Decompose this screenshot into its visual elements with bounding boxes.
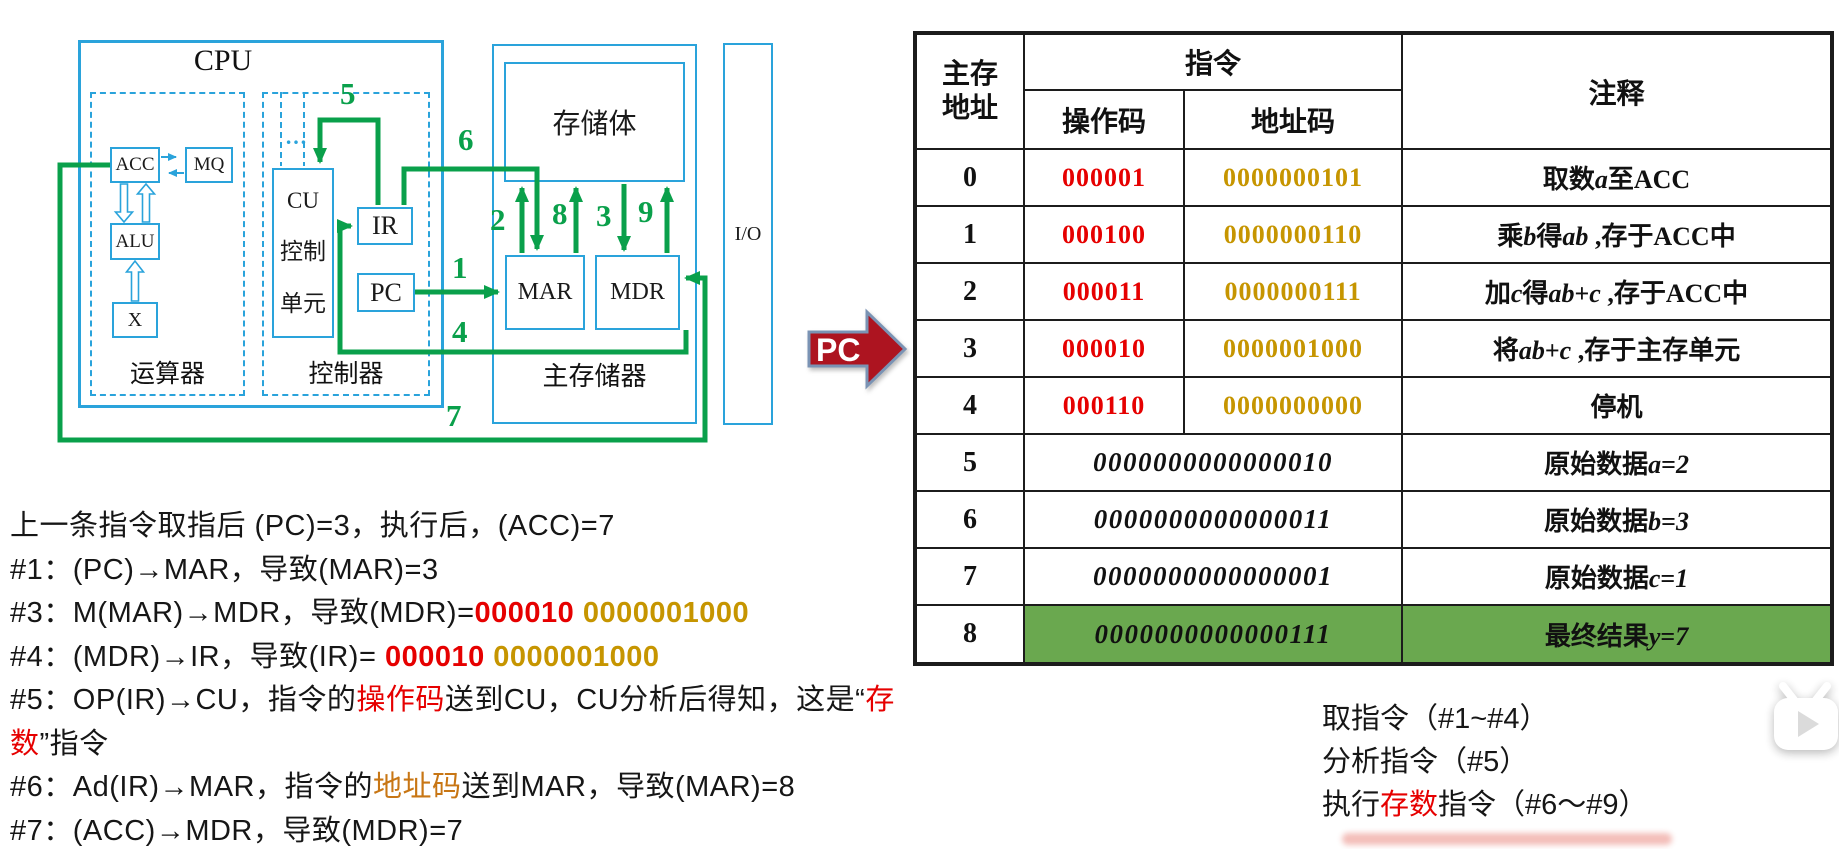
step-label-6: 6 (458, 122, 474, 157)
cell-address-code: 0000000110 (1182, 205, 1404, 264)
ir-register: IR (357, 207, 413, 245)
step-label-8: 8 (552, 196, 568, 231)
memory-bank-box: 存储体 (504, 62, 685, 182)
note-line: #1：(PC)→MAR，导致(MAR)=3 (10, 553, 439, 586)
header-instruction: 指令 (1022, 32, 1404, 91)
cell-opcode: 000100 (1023, 205, 1185, 264)
step-label-3: 3 (596, 198, 612, 233)
cell-address: 7 (914, 547, 1025, 606)
cell-comment: 原始数据b=3 (1401, 490, 1834, 549)
note-line: 上一条指令取指后 (PC)=3，执行后，(ACC)=7 (10, 510, 615, 542)
step-label-4: 4 (452, 314, 468, 349)
cu-line: 单元 (280, 291, 326, 316)
table-row: 6 0000000000000011 原始数据b=3 (914, 490, 1834, 549)
note-line: #7：(ACC)→MDR，导致(MDR)=7 (10, 814, 464, 847)
table-row: 2 000011 0000000111 加c得ab+c ,存于ACC中 (914, 262, 1834, 321)
cu-line: CU (287, 188, 319, 213)
x-register: X (112, 302, 158, 338)
cell-opcode: 000010 (1023, 319, 1185, 378)
cell-opcode: 000001 (1023, 148, 1185, 207)
cell-address-code: 0000000000 (1182, 376, 1404, 435)
cell-address-code: 0000000101 (1182, 148, 1404, 207)
cell-address: 4 (914, 376, 1025, 435)
header-opcode: 操作码 (1023, 89, 1185, 150)
cell-opcode: 000110 (1023, 376, 1185, 435)
mar-register: MAR (505, 255, 585, 330)
cell-comment: 原始数据a=2 (1401, 433, 1834, 492)
instruction-table: 主存地址 指令 注释 操作码 地址码 0 000001 0000000101 取… (913, 31, 1835, 666)
cell-address: 5 (914, 433, 1025, 492)
table-row: 7 0000000000000001 原始数据c=1 (914, 547, 1834, 606)
phase-line: 执行存数指令（#6～#9） (1322, 789, 1648, 821)
control-section-label: 控制器 (308, 361, 384, 388)
cell-comment: 停机 (1401, 376, 1834, 435)
note-line: #5：OP(IR)→CU，指令的操作码送到CU，CU分析后得知，这是“存数”指令 (10, 684, 895, 760)
cell-address-code: 0000001000 (1182, 319, 1404, 378)
cell-comment: 将ab+c ,存于主存单元 (1401, 319, 1834, 378)
note-line: #3：M(MAR)→MDR，导致(MDR)=000010 0000001000 (10, 597, 750, 629)
note-line: #4：(MDR)→IR，导致(IR)= 000010 0000001000 (10, 640, 660, 673)
cell-address: 2 (914, 262, 1025, 321)
phase-summary: 取指令（#1~#4） 分析指令（#5） 执行存数指令（#6～#9） (1322, 698, 1648, 827)
cell-address-code: 0000000111 (1182, 262, 1404, 321)
io-box: I/O (723, 43, 773, 425)
cell-data-word: 0000000000000001 (1022, 547, 1404, 606)
phase-line: 取指令（#1~#4） (1322, 703, 1549, 735)
cell-address: 8 (914, 604, 1025, 665)
header-address-code: 地址码 (1182, 89, 1404, 150)
acc-register: ACC (110, 147, 160, 183)
cell-address: 3 (914, 319, 1025, 378)
pc-pointer-arrow: PC (807, 308, 908, 390)
cu-box: CU 控制 单元 (272, 168, 334, 338)
mq-register: MQ (185, 147, 233, 183)
step-label-9: 9 (638, 194, 654, 229)
cpu-label: CPU (193, 44, 253, 77)
video-progress-blur (1342, 833, 1672, 845)
alu-section-label: 运算器 (129, 361, 205, 388)
cell-address: 0 (914, 148, 1025, 207)
step-label-2: 2 (490, 202, 506, 237)
execution-notes: 上一条指令取指后 (PC)=3，执行后，(ACC)=7 #1：(PC)→MAR，… (10, 505, 910, 849)
header-comment: 注释 (1401, 32, 1834, 150)
pc-register: PC (357, 273, 415, 312)
table-row: 1 000100 0000000110 乘b得ab ,存于ACC中 (914, 205, 1834, 264)
cell-comment: 最终结果y=7 (1401, 604, 1834, 665)
cell-address: 6 (914, 490, 1025, 549)
header-address: 主存地址 (914, 32, 1025, 150)
cell-comment: 原始数据c=1 (1401, 547, 1834, 606)
note-line: #6：Ad(IR)→MAR，指令的地址码送到MAR，导致(MAR)=8 (10, 771, 796, 803)
cell-comment: 加c得ab+c ,存于ACC中 (1401, 262, 1834, 321)
table-row: 3 000010 0000001000 将ab+c ,存于主存单元 (914, 319, 1834, 378)
pc-pointer-label: PC (816, 332, 860, 368)
alu-box: ALU (110, 223, 160, 260)
cell-opcode: 000011 (1023, 262, 1185, 321)
cell-data-word: 0000000000000111 (1022, 604, 1404, 665)
table-row: 5 0000000000000010 原始数据a=2 (914, 433, 1834, 492)
main-memory-label: 主存储器 (542, 362, 647, 391)
cell-comment: 乘b得ab ,存于ACC中 (1401, 205, 1834, 264)
cell-data-word: 0000000000000011 (1022, 490, 1404, 549)
cu-dots: … (285, 124, 307, 149)
step-label-7: 7 (446, 398, 462, 433)
table-row: 0 000001 0000000101 取数a至ACC (914, 148, 1834, 207)
step-label-5: 5 (340, 76, 356, 111)
step-label-1: 1 (452, 250, 468, 285)
cell-address: 1 (914, 205, 1025, 264)
table-row: 4 000110 0000000000 停机 (914, 376, 1834, 435)
table-row-result: 8 0000000000000111 最终结果y=7 (914, 604, 1834, 665)
mdr-register: MDR (595, 255, 680, 330)
cu-line: 控制 (280, 239, 326, 264)
cell-data-word: 0000000000000010 (1022, 433, 1404, 492)
play-icon[interactable] (1770, 680, 1839, 754)
phase-line: 分析指令（#5） (1322, 746, 1529, 778)
cell-comment: 取数a至ACC (1401, 148, 1834, 207)
